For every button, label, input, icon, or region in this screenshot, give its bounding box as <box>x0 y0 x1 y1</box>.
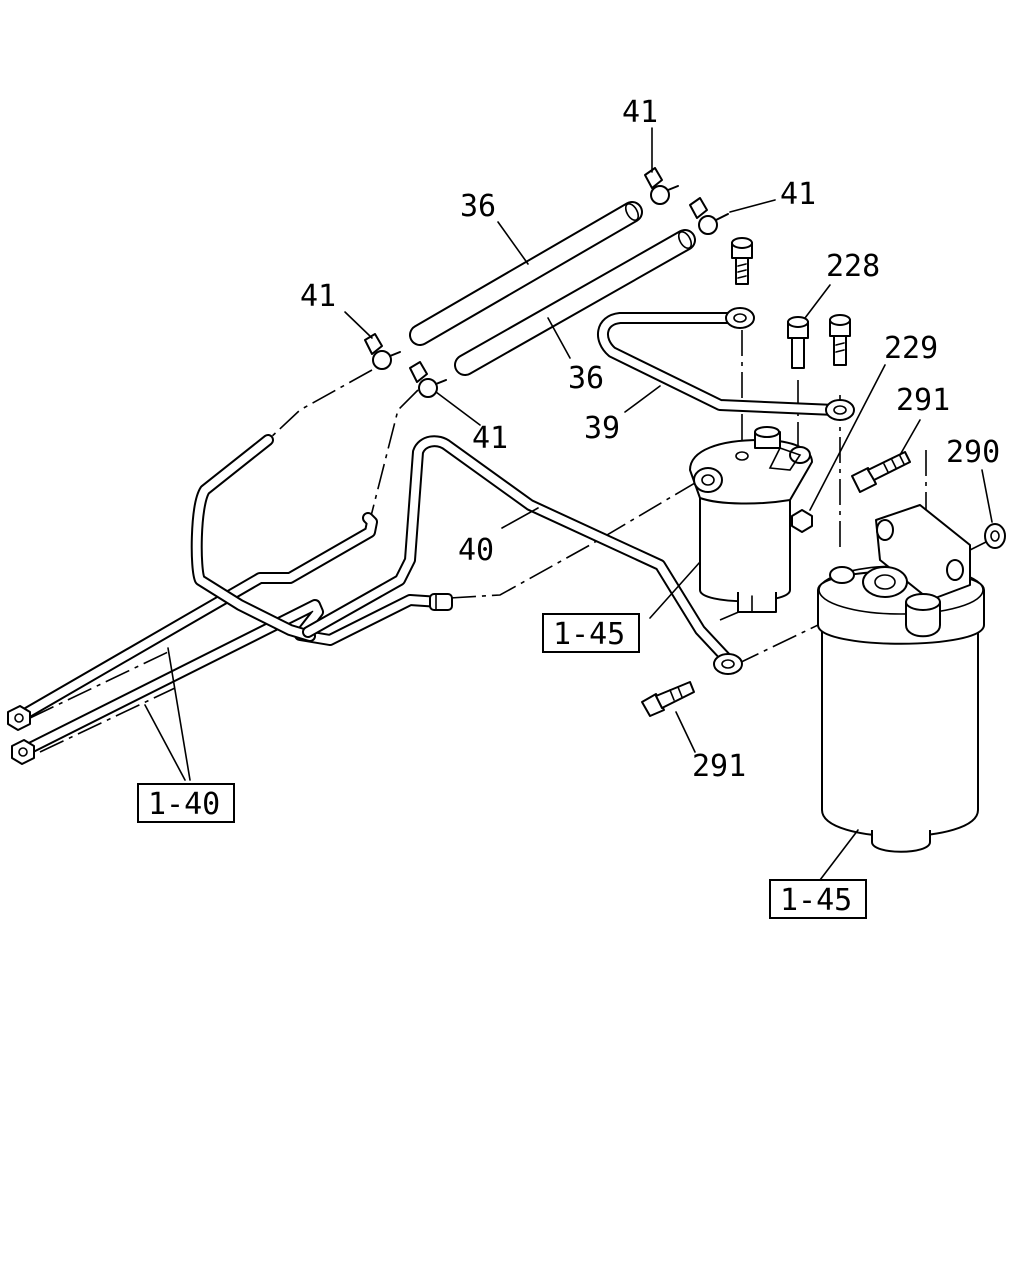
fuel-pipe-39 <box>597 312 841 416</box>
callout-41-mid: 41 <box>472 421 508 456</box>
callout-291-top: 291 <box>896 383 950 418</box>
reference-box-1-40: 1-40 <box>137 783 235 823</box>
bolt-hollow <box>829 314 851 366</box>
clip-41-left <box>364 333 401 370</box>
bolt-291-lower <box>641 681 695 717</box>
fuel-filter-large <box>817 504 985 853</box>
reference-box-1-45-large: 1-45 <box>769 879 867 919</box>
callout-36-top: 36 <box>460 189 496 224</box>
pipe-union-fitting <box>429 593 453 611</box>
reference-label: 1-45 <box>780 883 852 918</box>
pipe-end-nut-lower <box>11 739 35 765</box>
callout-39: 39 <box>584 411 620 446</box>
fuel-pipe-1-40-a <box>12 512 378 724</box>
hose-36-upper <box>409 201 643 346</box>
callout-41-right: 41 <box>780 177 816 212</box>
fuel-filter-small <box>689 426 813 613</box>
clip-41-top <box>644 167 679 205</box>
pipe-eye-fitting-40 <box>713 653 743 675</box>
clip-41-mid <box>409 361 447 398</box>
callout-40: 40 <box>458 533 494 568</box>
callout-229: 229 <box>884 331 938 366</box>
fuel-pipe-40 <box>302 435 734 666</box>
bolt-228-upper <box>731 237 753 285</box>
clip-41-right <box>689 197 729 235</box>
reference-label: 1-45 <box>553 617 625 652</box>
bolt-228 <box>787 316 809 369</box>
callout-291-bottom: 291 <box>692 749 746 784</box>
callout-41-left: 41 <box>300 279 336 314</box>
reference-box-1-45-small: 1-45 <box>542 613 640 653</box>
pipe-end-nut-upper <box>7 705 31 731</box>
reference-label: 1-40 <box>148 787 220 822</box>
hose-36-lower <box>454 229 696 376</box>
callout-228: 228 <box>826 249 880 284</box>
fuel-pipe-loop-left <box>190 434 316 642</box>
pipe-eye-fitting-39-a <box>725 307 755 329</box>
callout-41-top: 41 <box>622 95 658 130</box>
washer-290 <box>984 523 1006 549</box>
nut-229 <box>791 509 813 533</box>
pipe-eye-fitting-39-b <box>825 399 855 421</box>
bolt-291-upper <box>851 451 911 493</box>
callout-290: 290 <box>946 435 1000 470</box>
leader-lines <box>144 127 993 881</box>
callout-36-bottom: 36 <box>568 361 604 396</box>
